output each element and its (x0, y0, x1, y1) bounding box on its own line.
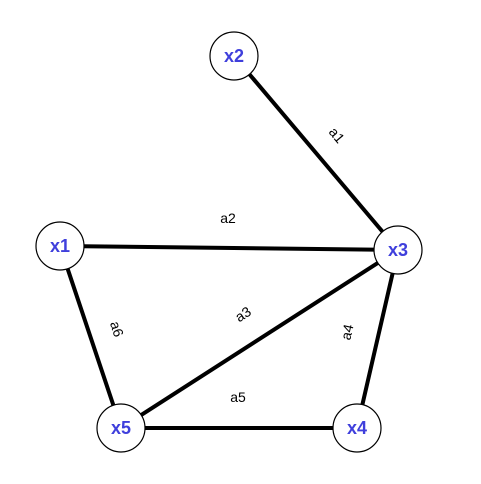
edge-label-a3: a3 (232, 303, 254, 325)
edge-a3 (119, 248, 400, 430)
edge-a6 (58, 244, 123, 430)
node-x3: x3 (373, 225, 423, 275)
node-x5-label: x5 (111, 418, 131, 438)
edge-label-a5: a5 (230, 389, 246, 405)
edge-labels: a1 a2 a3 a4 a5 a6 (107, 124, 357, 405)
node-x5-circle (96, 403, 146, 453)
edge-a1 (232, 54, 400, 252)
edges (58, 54, 400, 430)
node-x2: x2 (209, 31, 259, 81)
node-x5: x5 (96, 403, 146, 453)
node-x4-circle (332, 403, 382, 453)
node-x2-circle (209, 31, 259, 81)
nodes: x1 x2 x3 x4 x5 (35, 31, 423, 453)
node-x4: x4 (332, 403, 382, 453)
edge-label-a4: a4 (337, 322, 356, 341)
edge-a2 (58, 244, 400, 252)
edge-a4 (355, 248, 400, 430)
node-x1-circle (35, 221, 85, 271)
edge-label-a6: a6 (107, 319, 127, 339)
edge-label-a1: a1 (326, 124, 348, 146)
node-x1: x1 (35, 221, 85, 271)
edge-label-a2: a2 (220, 210, 236, 226)
node-x2-label: x2 (224, 46, 244, 66)
node-x4-label: x4 (347, 418, 367, 438)
node-x3-label: x3 (388, 240, 408, 260)
node-x3-circle (373, 225, 423, 275)
node-x1-label: x1 (50, 236, 70, 256)
